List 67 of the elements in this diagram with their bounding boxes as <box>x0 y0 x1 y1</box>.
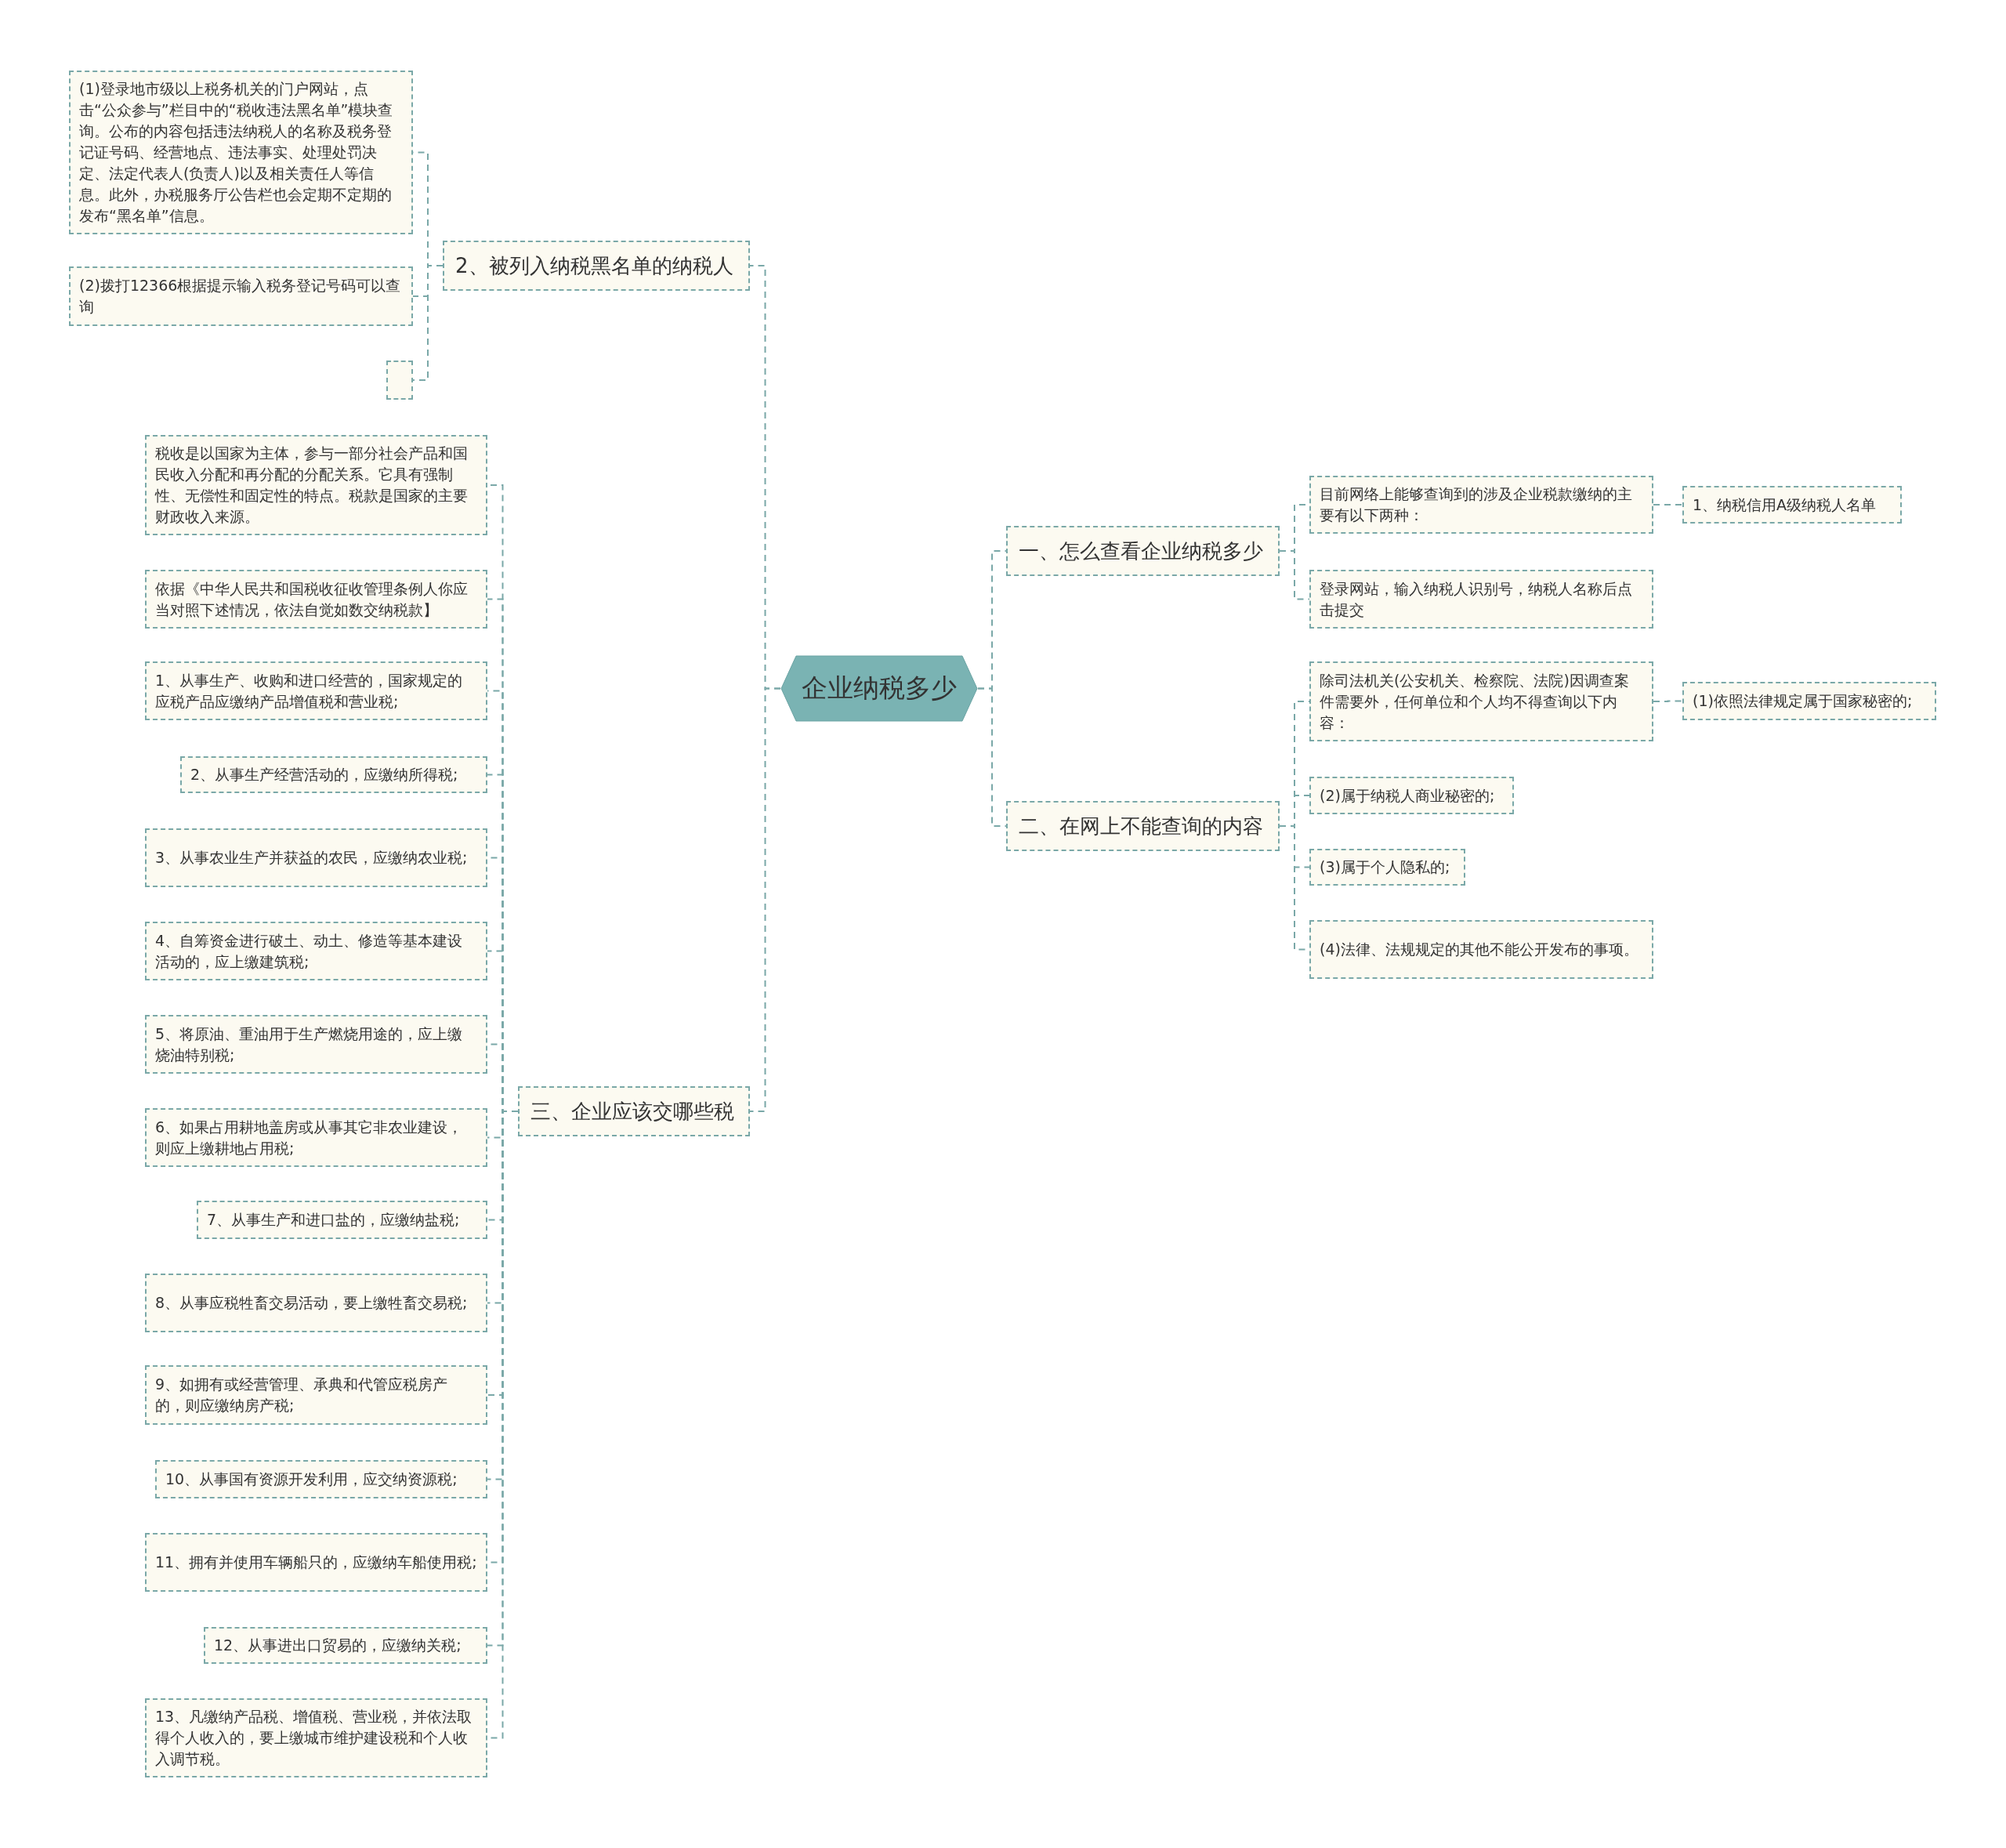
topic-box <box>1682 486 1902 524</box>
topic-box <box>145 1015 487 1074</box>
topic-box <box>145 1274 487 1332</box>
topic-text: 4、自筹资金进行破土、动土、修造等基本建设活动的，应上缴建筑税; <box>155 930 464 972</box>
topic-text: 三、企业应该交哪些税 <box>530 1099 734 1125</box>
topic-box <box>145 1365 487 1425</box>
topic-text: (2)属于纳税人商业秘密的; <box>1320 785 1495 806</box>
topic-text: (4)法律、法规规定的其他不能公开发布的事项。 <box>1320 940 1638 959</box>
topic-box <box>1309 570 1653 629</box>
topic-box <box>155 1460 487 1498</box>
topic-text: 1、纳税信用A级纳税人名单 <box>1693 495 1877 515</box>
topic-text: (3)属于个人隐私的; <box>1320 857 1450 877</box>
topic-text: 11、拥有并使用车辆船只的，应缴纳车船使用税; <box>155 1553 477 1572</box>
topic-text: 依据《中华人民共和国税收征收管理条例人你应当对照下述情况，依法自觉如数交纳税款】 <box>155 578 469 620</box>
connector-line <box>1653 504 1683 505</box>
topic-box <box>204 1627 487 1664</box>
topic-text: 9、如拥有或经营管理、承典和代管应税房产的，则应缴纳房产税; <box>155 1375 449 1415</box>
topic-box <box>1309 849 1465 886</box>
topic-box <box>1682 682 1936 720</box>
topic-text: 目前网络上能够查询到的涉及企业税款缴纳的主要有以下两种： <box>1320 484 1633 525</box>
topic-text: 7、从事生产和进口盐的，应缴纳盐税; <box>207 1210 460 1230</box>
central-topic-text: 企业纳税多少 <box>802 672 957 705</box>
topic-box <box>145 1108 487 1167</box>
connector-line <box>1279 550 1310 600</box>
topic-text: 10、从事国有资源开发利用，应交纳资源税; <box>165 1469 458 1489</box>
topic-box <box>69 266 413 326</box>
topic-text: 13、凡缴纳产品税、增值税、营业税，并依法取得个人收入的，要上缴城市维护建设税和个人收入调节税。 <box>155 1707 473 1769</box>
branch-topic-box <box>1006 526 1280 576</box>
branch-topic-box <box>518 1086 750 1136</box>
topic-box <box>1309 920 1653 979</box>
topic-text: (2)拨打12366根据提示输入税务登记号码可以查询 <box>79 276 402 317</box>
topic-text: 5、将原油、重油用于生产燃烧用途的，应上缴烧油特别税; <box>155 1024 464 1065</box>
topic-text: 税收是以国家为主体，参与一部分社会产品和国民收入分配和再分配的分配关系。它具有强制性、无偿性和固定性的特点。税款是国家的主要财政收入来源。 <box>155 444 469 527</box>
topic-box <box>145 922 487 980</box>
connector-line <box>977 687 1007 827</box>
topic-text: 1、从事生产、收购和进口经营的，国家规定的应税产品应缴纳产品增值税和营业税; <box>155 670 464 712</box>
topic-box <box>145 828 487 887</box>
topic-text: 2、被列入纳税黑名单的纳税人 <box>455 253 733 279</box>
topic-box <box>197 1201 487 1239</box>
connector-line <box>749 687 781 1112</box>
topic-box <box>1309 777 1514 814</box>
topic-box <box>145 435 487 535</box>
topic-text: 登录网站，输入纳税人识别号，纳税人名称后点击提交 <box>1320 578 1633 620</box>
topic-box <box>145 1698 487 1777</box>
topic-box <box>180 756 487 793</box>
topic-text: 3、从事农业生产并获益的农民，应缴纳农业税; <box>155 848 468 868</box>
topic-text: 6、如果占用耕地盖房或从事其它非农业建设，则应上缴耕地占用税; <box>155 1117 464 1158</box>
topic-text: (1)登录地市级以上税务机关的门户网站，点击“公众参与”栏目中的“税收违法黑名单”模块查询。公布的内容包括违法纳税人的名称及税务登记证号码、经营地点、违法事实、处理处罚决定、法定代表人(负责人)以及相关责任人等信息。此外，办税服务厅公告栏也会定期不定期的发布“黑名单”信息。 <box>79 79 394 226</box>
topic-box <box>145 661 487 720</box>
topic-text: 二、在网上不能查询的内容 <box>1019 813 1263 839</box>
topic-box <box>69 71 413 234</box>
branch-topic-box <box>1006 801 1280 851</box>
topic-text: 除司法机关(公安机关、检察院、法院)因调查案件需要外，任何单位和个人均不得查询以下内容： <box>1320 670 1630 733</box>
connector-line <box>412 265 444 381</box>
empty-box <box>386 361 413 400</box>
topic-box <box>145 570 487 629</box>
topic-box <box>145 1533 487 1592</box>
connector-line <box>1653 700 1683 702</box>
topic-text: 8、从事应税牲畜交易活动，要上缴牲畜交易税; <box>155 1293 468 1313</box>
topic-box <box>1309 476 1653 534</box>
topic-text: 12、从事进出口贸易的，应缴纳关税; <box>214 1636 462 1655</box>
topic-text: (1)依照法律规定属于国家秘密的; <box>1693 691 1913 711</box>
central-topic-hexagon <box>780 655 978 722</box>
topic-box <box>1309 661 1653 741</box>
branch-topic-box <box>443 241 750 291</box>
topic-text: 2、从事生产经营活动的，应缴纳所得税; <box>190 765 458 784</box>
topic-text: 一、怎么查看企业纳税多少 <box>1019 538 1263 564</box>
